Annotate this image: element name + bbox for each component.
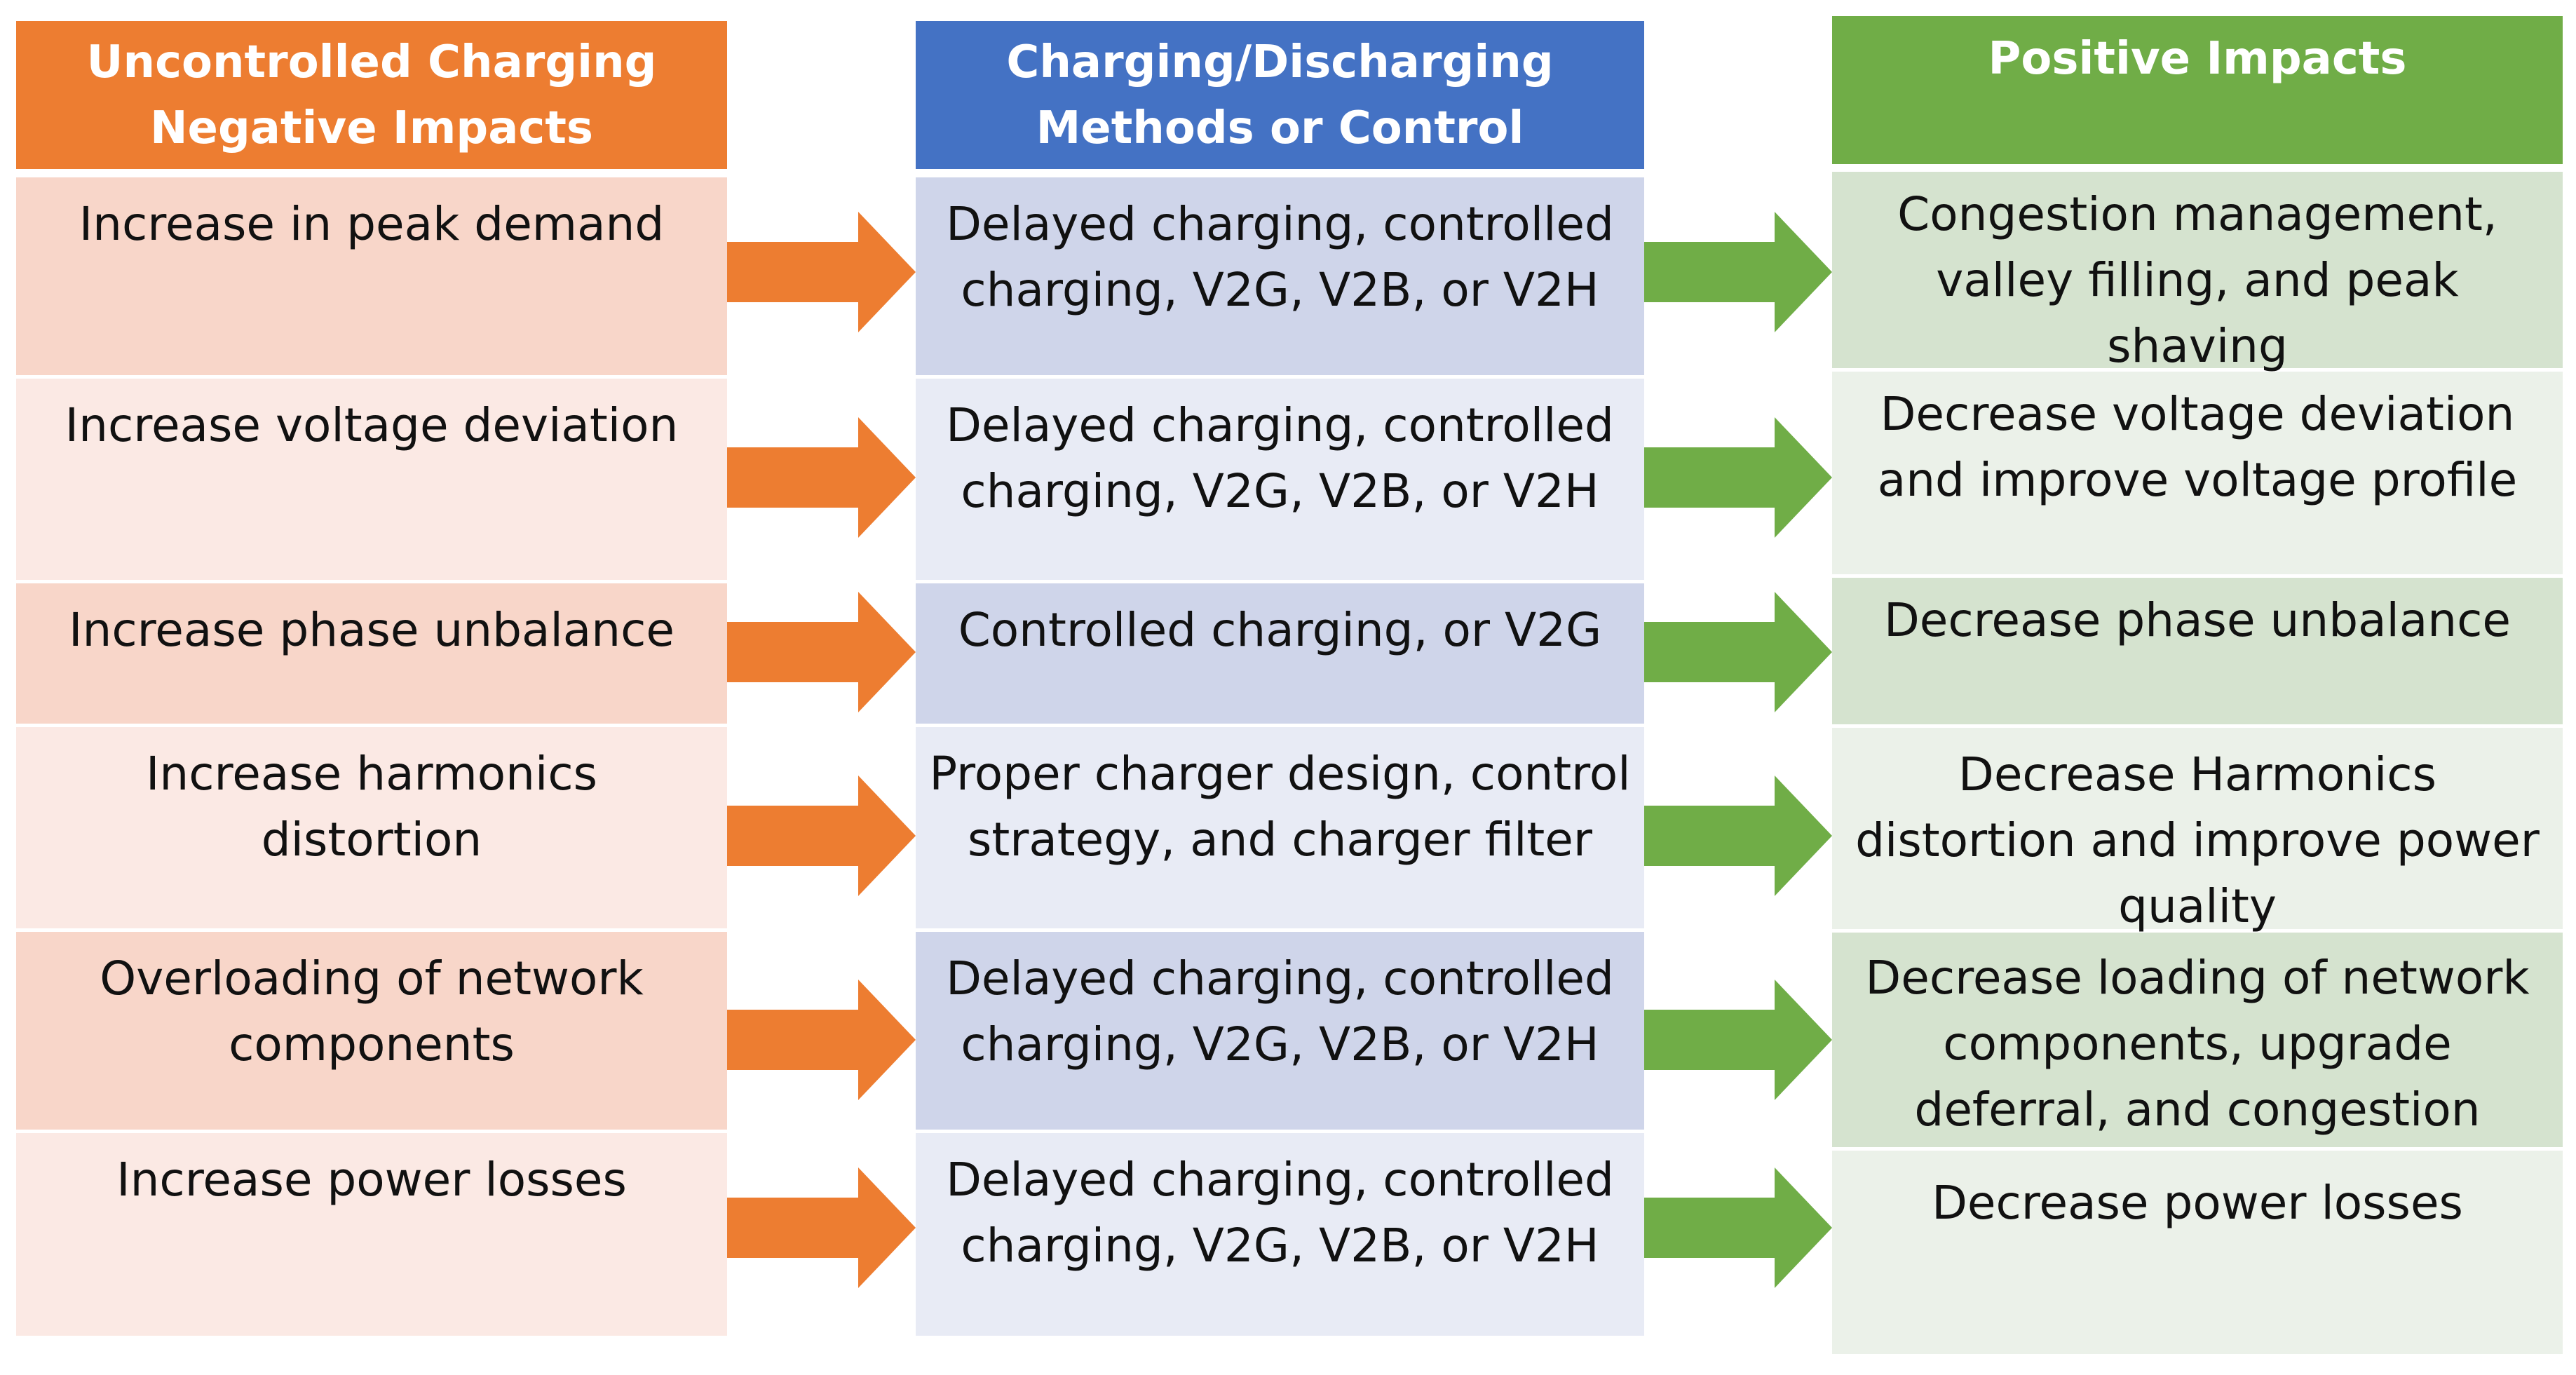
right-arrow-icon <box>1644 980 1832 1100</box>
negative-impact-overloading: Overloading of network components <box>16 932 727 1130</box>
positive-impact-label: Decrease phase unbalance <box>1883 593 2511 647</box>
negative-impact-label: Overloading of network components <box>100 951 644 1071</box>
negative-impact-label: Increase voltage deviation <box>65 398 679 452</box>
method-overloading: Delayed charging, controlled charging, V… <box>916 932 1644 1130</box>
right-arrow-icon <box>1644 212 1832 332</box>
method-voltage-deviation: Delayed charging, controlled charging, V… <box>916 379 1644 580</box>
method-label: Delayed charging, controlled charging, V… <box>946 951 1614 1071</box>
positive-impact-harmonics: Decrease Harmonics distortion and improv… <box>1832 728 2563 933</box>
positive-impact-label: Decrease loading of network components, … <box>1865 951 2530 1203</box>
methods-header: Applying Charging/Discharging Methods or… <box>916 0 1644 220</box>
negative-impact-voltage-deviation: Increase voltage deviation <box>16 379 727 580</box>
method-label: Delayed charging, controlled charging, V… <box>946 197 1614 317</box>
method-label: Delayed charging, controlled charging, V… <box>946 1153 1614 1273</box>
right-arrow-icon <box>727 775 916 896</box>
right-arrow-icon <box>727 212 916 332</box>
negative-impact-label: Increase power losses <box>116 1153 627 1207</box>
positive-impact-label: Decrease voltage deviation and improve v… <box>1877 387 2518 507</box>
negative-impact-power-losses: Increase power losses <box>16 1133 727 1336</box>
positive-impact-power-losses: Decrease power losses <box>1832 1151 2563 1354</box>
method-label: Proper charger design, control strategy,… <box>929 747 1631 867</box>
right-arrow-icon <box>1644 1167 1832 1288</box>
positive-impact-label: Decrease power losses <box>1932 1176 2463 1230</box>
right-arrow-icon <box>727 592 916 712</box>
positive-impact-overloading: Decrease loading of network components, … <box>1832 933 2563 1203</box>
positive-impact-phase-unbalance: Decrease phase unbalance <box>1832 578 2563 724</box>
right-arrow-icon <box>727 1167 916 1288</box>
positive-impact-peak-demand: Congestion management, valley filling, a… <box>1832 172 2563 373</box>
method-harmonics: Proper charger design, control strategy,… <box>916 727 1644 928</box>
right-arrow-icon <box>1644 417 1832 538</box>
method-power-losses: Delayed charging, controlled charging, V… <box>916 1133 1644 1336</box>
right-arrow-icon <box>1644 775 1832 896</box>
positive-impact-voltage-deviation: Decrease voltage deviation and improve v… <box>1832 372 2563 574</box>
method-label: Delayed charging, controlled charging, V… <box>946 398 1614 518</box>
positive-impacts-header: Positive Impacts <box>1832 16 2563 164</box>
positive-impact-label: Congestion management, valley filling, a… <box>1897 187 2497 373</box>
negative-impact-label: Increase harmonics distortion <box>145 747 598 867</box>
right-arrow-icon <box>1644 592 1832 712</box>
negative-impact-label: Increase phase unbalance <box>69 603 674 657</box>
negative-impact-harmonics: Increase harmonics distortion <box>16 727 727 928</box>
right-arrow-icon <box>727 980 916 1100</box>
negative-impact-label: Increase in peak demand <box>79 197 665 251</box>
method-peak-demand: Delayed charging, controlled charging, V… <box>916 177 1644 375</box>
negative-impact-peak-demand: Increase in peak demand <box>16 177 727 375</box>
method-label: Controlled charging, or V2G <box>958 603 1602 657</box>
negative-impacts-header: Uncontrolled Charging Negative Impacts <box>16 21 727 169</box>
method-phase-unbalance: Controlled charging, or V2G <box>916 583 1644 724</box>
positive-impact-label: Decrease Harmonics distortion and improv… <box>1855 747 2540 933</box>
right-arrow-icon <box>727 417 916 538</box>
negative-impact-phase-unbalance: Increase phase unbalance <box>16 583 727 724</box>
